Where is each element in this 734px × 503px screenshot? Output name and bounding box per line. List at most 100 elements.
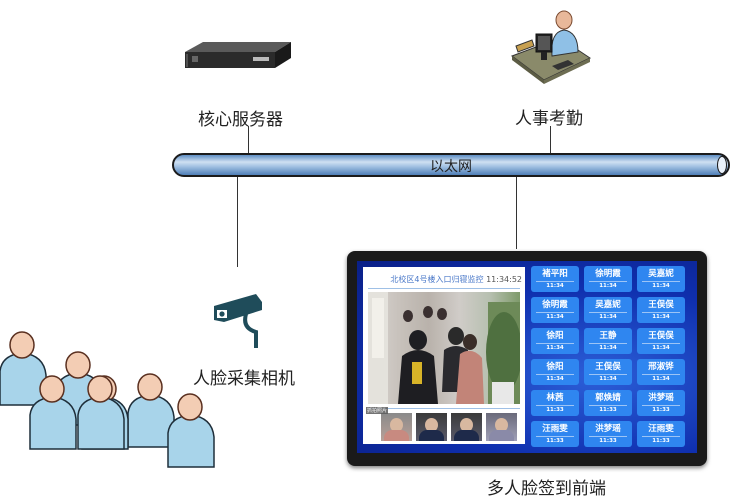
people-group-icon xyxy=(0,325,220,495)
person-figure xyxy=(77,375,125,450)
checkin-card: 徐明霞 11:34 xyxy=(584,266,632,292)
person-figure xyxy=(127,373,175,448)
snapshot-thumb xyxy=(486,413,517,441)
checkin-time: 11:34 xyxy=(599,345,617,351)
checkin-name: 徐明霞 xyxy=(595,269,621,279)
checkin-name: 林茜 xyxy=(546,393,564,403)
monitor-panel: 北校区4号楼入口归寝监控 11:34:52 xyxy=(363,267,525,444)
checkin-card: 吴嘉妮 11:34 xyxy=(637,266,685,292)
server-label: 核心服务器 xyxy=(198,110,283,130)
checkin-time: 11:34 xyxy=(546,345,564,351)
checkin-name: 洪梦瑶 xyxy=(595,424,621,434)
checkin-card: 徐明霞 11:34 xyxy=(531,297,579,323)
checkin-time: 11:34 xyxy=(546,314,564,320)
card-divider xyxy=(536,405,574,406)
checkin-time: 11:34 xyxy=(546,376,564,382)
card-divider xyxy=(589,281,627,282)
card-divider xyxy=(536,343,574,344)
checkin-time: 11:34 xyxy=(546,283,564,289)
bus-end-cap xyxy=(717,156,727,174)
card-divider xyxy=(589,405,627,406)
checkin-card: 洪梦瑶 11:33 xyxy=(637,390,685,416)
checkin-name: 徐明霞 xyxy=(542,300,568,310)
hr-label: 人事考勤 xyxy=(515,109,583,129)
checkin-name: 洪梦瑶 xyxy=(648,393,674,403)
card-divider xyxy=(536,312,574,313)
checkin-time: 11:34 xyxy=(599,283,617,289)
person-figure xyxy=(167,393,215,468)
snapshot-strip xyxy=(381,413,521,441)
server-connector xyxy=(248,126,249,154)
checkin-name: 吴嘉妮 xyxy=(595,300,621,310)
checkin-card: 王俣俣 11:34 xyxy=(637,297,685,323)
camera-connector xyxy=(237,177,238,267)
display-terminal-icon: 北校区4号楼入口归寝监控 11:34:52 xyxy=(347,251,707,466)
checkin-card: 汪雨雯 11:33 xyxy=(637,421,685,447)
checkin-card: 王静 11:34 xyxy=(584,328,632,354)
terminal-screen: 北校区4号楼入口归寝监控 11:34:52 xyxy=(357,261,697,453)
checkin-name: 徐阳 xyxy=(546,362,564,372)
snapshot-overlay-label: 抓拍照片 xyxy=(366,407,389,414)
checkin-time: 11:34 xyxy=(652,376,670,382)
card-divider xyxy=(589,436,627,437)
checkin-time: 11:33 xyxy=(599,438,617,444)
checkin-card: 郭焕婧 11:33 xyxy=(584,390,632,416)
card-divider xyxy=(536,436,574,437)
hr-connector xyxy=(550,126,551,154)
panel-title: 北校区4号楼入口归寝监控 11:34:52 xyxy=(367,274,522,285)
checkin-name: 汪雨雯 xyxy=(648,424,674,434)
checkin-card: 徐阳 11:34 xyxy=(531,328,579,354)
panel-time: 11:34:52 xyxy=(486,275,522,284)
snapshot-thumb xyxy=(381,413,412,441)
ethernet-bus: 以太网 xyxy=(172,153,730,177)
snapshot-thumb xyxy=(451,413,482,441)
checkin-time: 11:34 xyxy=(652,283,670,289)
panel-divider xyxy=(368,288,520,289)
checkin-name: 徐阳 xyxy=(546,331,564,341)
checkin-card: 邢淑铧 11:34 xyxy=(637,359,685,385)
cctv-camera-icon xyxy=(212,292,268,350)
ethernet-bus-label: 以太网 xyxy=(430,159,472,175)
card-divider xyxy=(642,374,680,375)
camera-label: 人脸采集相机 xyxy=(193,369,295,389)
card-divider xyxy=(642,405,680,406)
card-divider xyxy=(536,281,574,282)
card-divider xyxy=(589,374,627,375)
checkin-name: 王俣俣 xyxy=(648,300,674,310)
person-figure xyxy=(29,375,77,450)
checkin-time: 11:34 xyxy=(599,314,617,320)
checkin-time: 11:33 xyxy=(652,438,670,444)
checkin-name: 王静 xyxy=(599,331,617,341)
card-divider xyxy=(642,343,680,344)
snapshot-thumb xyxy=(416,413,447,441)
surveillance-video xyxy=(368,292,520,404)
checkin-name: 邢淑铧 xyxy=(648,362,674,372)
panel-title-text: 北校区4号楼入口归寝监控 xyxy=(390,275,484,284)
card-divider xyxy=(642,436,680,437)
person-figure xyxy=(0,331,47,406)
checkin-name: 汪雨雯 xyxy=(542,424,568,434)
card-divider xyxy=(589,312,627,313)
card-divider xyxy=(642,281,680,282)
checkin-name: 郭焕婧 xyxy=(595,393,621,403)
checkin-name: 吴嘉妮 xyxy=(648,269,674,279)
checkin-time: 11:34 xyxy=(652,314,670,320)
checkin-name: 王俣俣 xyxy=(648,331,674,341)
rack-server-icon xyxy=(183,40,293,70)
checkin-time: 11:34 xyxy=(599,376,617,382)
checkin-card: 徐阳 11:34 xyxy=(531,359,579,385)
checkin-time: 11:33 xyxy=(599,407,617,413)
checkin-card: 汪雨雯 11:33 xyxy=(531,421,579,447)
card-divider xyxy=(589,343,627,344)
terminal-connector xyxy=(516,177,517,249)
checkin-time: 11:33 xyxy=(652,407,670,413)
card-divider xyxy=(536,374,574,375)
office-worker-icon xyxy=(508,8,592,86)
checkin-card: 吴嘉妮 11:34 xyxy=(584,297,632,323)
checkin-time: 11:33 xyxy=(546,438,564,444)
checkin-name: 王俣俣 xyxy=(595,362,621,372)
